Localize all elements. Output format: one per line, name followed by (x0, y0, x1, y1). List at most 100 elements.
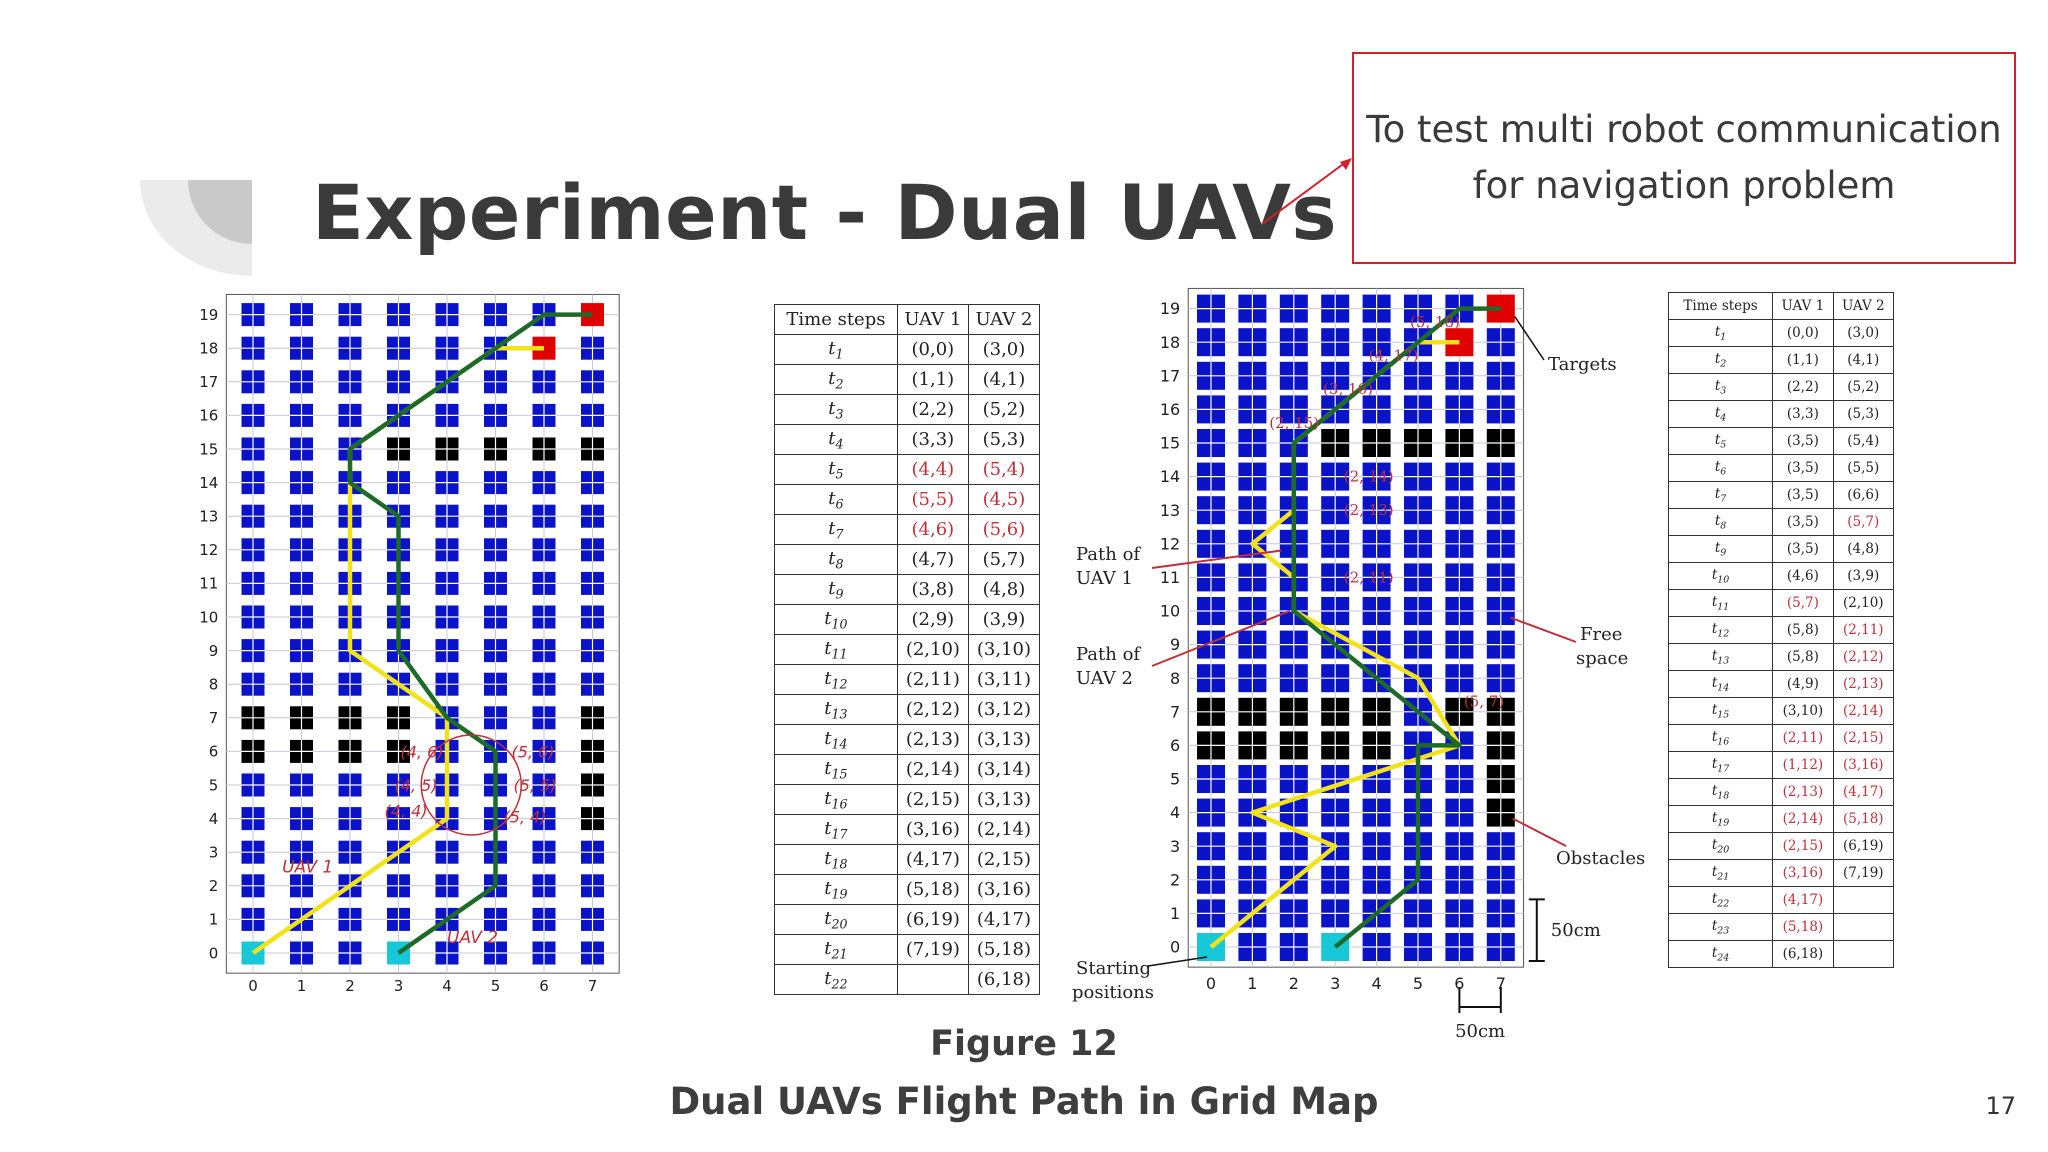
callout-line-2: for navigation problem (1472, 164, 1896, 207)
time-step-cell: t20 (1667, 832, 1774, 860)
uav1-position-cell: (2,13) (896, 724, 969, 755)
time-step-cell: t6 (1667, 454, 1774, 482)
column-header: UAV 1 (896, 304, 969, 335)
path-point-label: (5, 7) (1464, 693, 1504, 711)
slide-title: Experiment - Dual UAVs (312, 168, 1338, 257)
y-tick-label: 13 (199, 507, 218, 525)
path-uav2-pointer (1151, 610, 1291, 667)
uav2-position-cell: (3,11) (967, 664, 1041, 695)
column-header: UAV 2 (967, 304, 1041, 335)
y-tick-label: 8 (1170, 669, 1180, 688)
uav2-position-cell: (7,19) (1832, 859, 1895, 887)
table-row: t15(2,14)(3,14) (774, 754, 1041, 785)
time-step-cell: t1 (1667, 319, 1774, 347)
uav2-position-cell: (4,5) (967, 484, 1041, 515)
uav1-position-cell: (5,8) (1772, 616, 1834, 644)
time-step-cell: t16 (774, 784, 898, 815)
uav2-position-cell: (6,18) (967, 964, 1041, 995)
y-tick-label: 5 (1170, 770, 1180, 789)
table-row: t10(4,6)(3,9) (1667, 562, 1895, 590)
y-tick-label: 4 (1170, 803, 1180, 822)
y-tick-label: 2 (1170, 870, 1180, 889)
conflict-point-label: (5, 6) (512, 742, 555, 761)
y-tick-label: 6 (209, 743, 219, 761)
dimension-vertical-label: 50cm (1551, 920, 1601, 941)
table-row: t2(1,1)(4,1) (774, 364, 1041, 395)
time-step-cell: t12 (774, 664, 898, 695)
time-step-cell: t19 (1667, 805, 1774, 833)
y-tick-label: 2 (209, 877, 219, 895)
y-tick-label: 11 (199, 575, 218, 593)
time-step-cell: t5 (1667, 427, 1774, 455)
time-step-cell: t14 (774, 724, 898, 755)
time-step-cell: t19 (774, 874, 898, 905)
uav2-position-cell (1832, 913, 1895, 941)
y-tick-label: 7 (1170, 702, 1180, 721)
table-row: t20(2,15)(6,19) (1667, 832, 1895, 860)
targets-label: Targets (1548, 354, 1617, 375)
table-row: t24(6,18) (1667, 940, 1895, 968)
page-number: 17 (1985, 1092, 2016, 1120)
uav1-position-cell: (2,2) (896, 394, 969, 425)
uav2-position-cell: (6,6) (1832, 481, 1895, 509)
y-tick-label: 18 (199, 339, 218, 357)
uav1-position-cell: (2,15) (1772, 832, 1834, 860)
table-row: t8(4,7)(5,7) (774, 544, 1041, 575)
table-row: t9(3,5)(4,8) (1667, 535, 1895, 563)
y-tick-label: 0 (1170, 938, 1180, 957)
time-step-cell: t21 (1667, 859, 1774, 887)
x-tick-label: 3 (394, 977, 404, 995)
table-row: t15(3,10)(2,14) (1667, 697, 1895, 725)
free-space-label: Free (1580, 624, 1622, 645)
table-row: t8(3,5)(5,7) (1667, 508, 1895, 536)
time-step-cell: t13 (1667, 643, 1774, 671)
conflict-point-label: (5, 5) (514, 776, 557, 795)
time-step-cell: t7 (1667, 481, 1774, 509)
uav1-position-cell: (2,11) (896, 664, 969, 695)
uav2-position-cell: (5,4) (967, 454, 1041, 485)
x-tick-label: 7 (588, 977, 598, 995)
uav1-position-cell: (3,5) (1772, 427, 1834, 455)
starting-positions-label: positions (1072, 982, 1154, 1003)
table-row: t18(2,13)(4,17) (1667, 778, 1895, 806)
uav1-position-cell: (0,0) (896, 334, 969, 365)
time-step-cell: t5 (774, 454, 898, 485)
uav1-position-cell: (2,10) (896, 634, 969, 665)
x-tick-label: 5 (491, 977, 501, 995)
uav2-position-cell: (3,16) (967, 874, 1041, 905)
path-point-label: (2, 15) (1269, 414, 1319, 432)
x-tick-label: 4 (442, 977, 452, 995)
time-step-cell: t23 (1667, 913, 1774, 941)
uav1-position-cell: (3,5) (1772, 481, 1834, 509)
table-row: t16(2,15)(3,13) (774, 784, 1041, 815)
uav1-position-cell: (5,7) (1772, 589, 1834, 617)
path-point-label: (5, 18) (1410, 313, 1460, 331)
x-tick-label: 5 (1413, 974, 1423, 993)
uav1-position-cell: (3,5) (1772, 508, 1834, 536)
uav1-position-cell: (2,12) (896, 694, 969, 725)
x-tick-label: 4 (1372, 974, 1382, 993)
y-tick-label: 1 (1170, 904, 1180, 923)
y-tick-label: 17 (1160, 366, 1180, 385)
time-step-cell: t24 (1667, 940, 1774, 968)
path-point-label: (2, 11) (1344, 568, 1394, 586)
uav2-position-cell: (5,3) (1832, 400, 1895, 428)
conflict-point-label: (4, 4) (385, 802, 428, 821)
uav2-position-cell: (4,8) (1832, 535, 1895, 563)
time-step-cell: t8 (774, 544, 898, 575)
y-tick-label: 13 (1160, 501, 1180, 520)
uav1-position-cell: (2,13) (1772, 778, 1834, 806)
uav2-position-cell: (3,10) (967, 634, 1041, 665)
x-tick-label: 6 (1454, 974, 1464, 993)
time-step-cell: t7 (774, 514, 898, 545)
y-tick-label: 5 (209, 776, 219, 794)
table-row: t18(4,17)(2,15) (774, 844, 1041, 875)
uav2-position-cell: (3,0) (967, 334, 1041, 365)
y-tick-label: 9 (209, 642, 219, 660)
time-step-cell: t4 (1667, 400, 1774, 428)
path-uav1-label: UAV 1 (1076, 568, 1133, 589)
uav1-position-cell: (0,0) (1772, 319, 1834, 347)
